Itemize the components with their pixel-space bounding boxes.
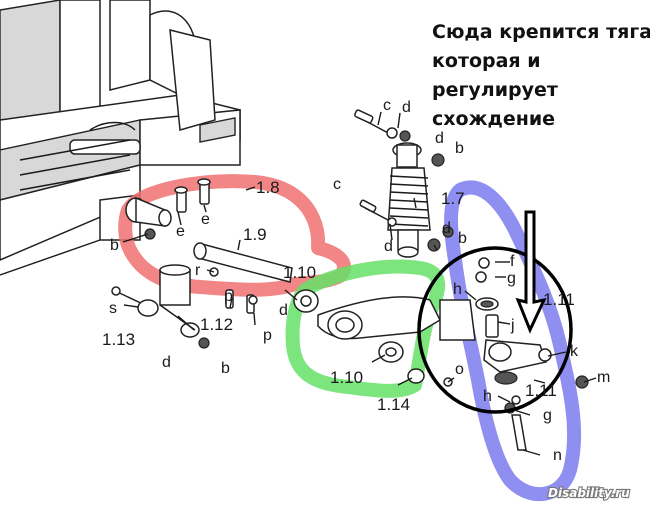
label-d-right: d (442, 220, 451, 237)
caster-fork (439, 257, 589, 451)
annotation-line-4: схождение (432, 108, 556, 130)
label-j: j (510, 317, 515, 334)
label-h-upper: h (453, 281, 462, 298)
label-k: k (570, 343, 579, 360)
label-c-top: c (383, 97, 391, 114)
label-s: s (109, 300, 117, 317)
arrow-indicator (515, 210, 547, 334)
lower-strut (111, 264, 210, 349)
swing-arm (317, 296, 441, 384)
fork-circle-highlight (417, 246, 573, 414)
label-1-10-lower: 1.10 (330, 368, 363, 387)
label-d-mid: d (384, 238, 393, 255)
label-1-7: 1.7 (441, 189, 465, 208)
part-labels: c d b d 1.8 e e b 1.9 1.7 c d d b f g h … (102, 97, 610, 464)
label-1-14: 1.14 (377, 395, 410, 414)
label-d-top: d (402, 99, 411, 116)
label-g-lower: g (543, 407, 552, 424)
label-h-lower: h (483, 388, 492, 405)
label-o: o (455, 361, 464, 378)
label-c-mid: c (333, 176, 341, 193)
shock-absorber (359, 142, 454, 258)
label-e-right: e (201, 211, 210, 228)
annotation-line-2: которая и (432, 50, 541, 72)
label-b-right: b (458, 230, 467, 247)
top-bolt-hardware (354, 109, 411, 142)
annotation-line-3: регулирует (432, 79, 558, 101)
label-1-11-lower: 1.11 (525, 381, 557, 400)
annotation-line-1: Сюда крепится тяга, (432, 21, 650, 43)
label-1-11-upper: 1.11 (543, 290, 575, 309)
label-p-right: p (263, 327, 272, 344)
label-r: r (195, 262, 201, 279)
label-p-left: p (224, 288, 233, 305)
label-d-bottom: d (162, 354, 171, 371)
annotation-note: Сюда крепится тяга, которая и регулирует… (432, 18, 650, 134)
label-f: f (510, 253, 515, 270)
watermark: Disability.ru (548, 486, 630, 500)
label-1-9: 1.9 (243, 225, 267, 244)
leader-lines (122, 186, 597, 456)
label-g-upper: g (507, 270, 516, 287)
blue-highlight (444, 180, 582, 502)
label-m: m (597, 369, 610, 386)
label-e-left: e (176, 223, 185, 240)
label-1-10-upper: 1.10 (283, 263, 316, 282)
label-d-upper: d (435, 130, 444, 147)
label-1-12: 1.12 (200, 315, 233, 334)
label-n: n (553, 447, 562, 464)
label-b-bottom: b (221, 360, 230, 377)
label-b-left: b (110, 237, 119, 254)
label-b-top: b (455, 140, 464, 157)
label-1-8: 1.8 (256, 178, 280, 197)
label-d-lowerleft: d (279, 302, 288, 319)
label-1-13: 1.13 (102, 330, 135, 349)
